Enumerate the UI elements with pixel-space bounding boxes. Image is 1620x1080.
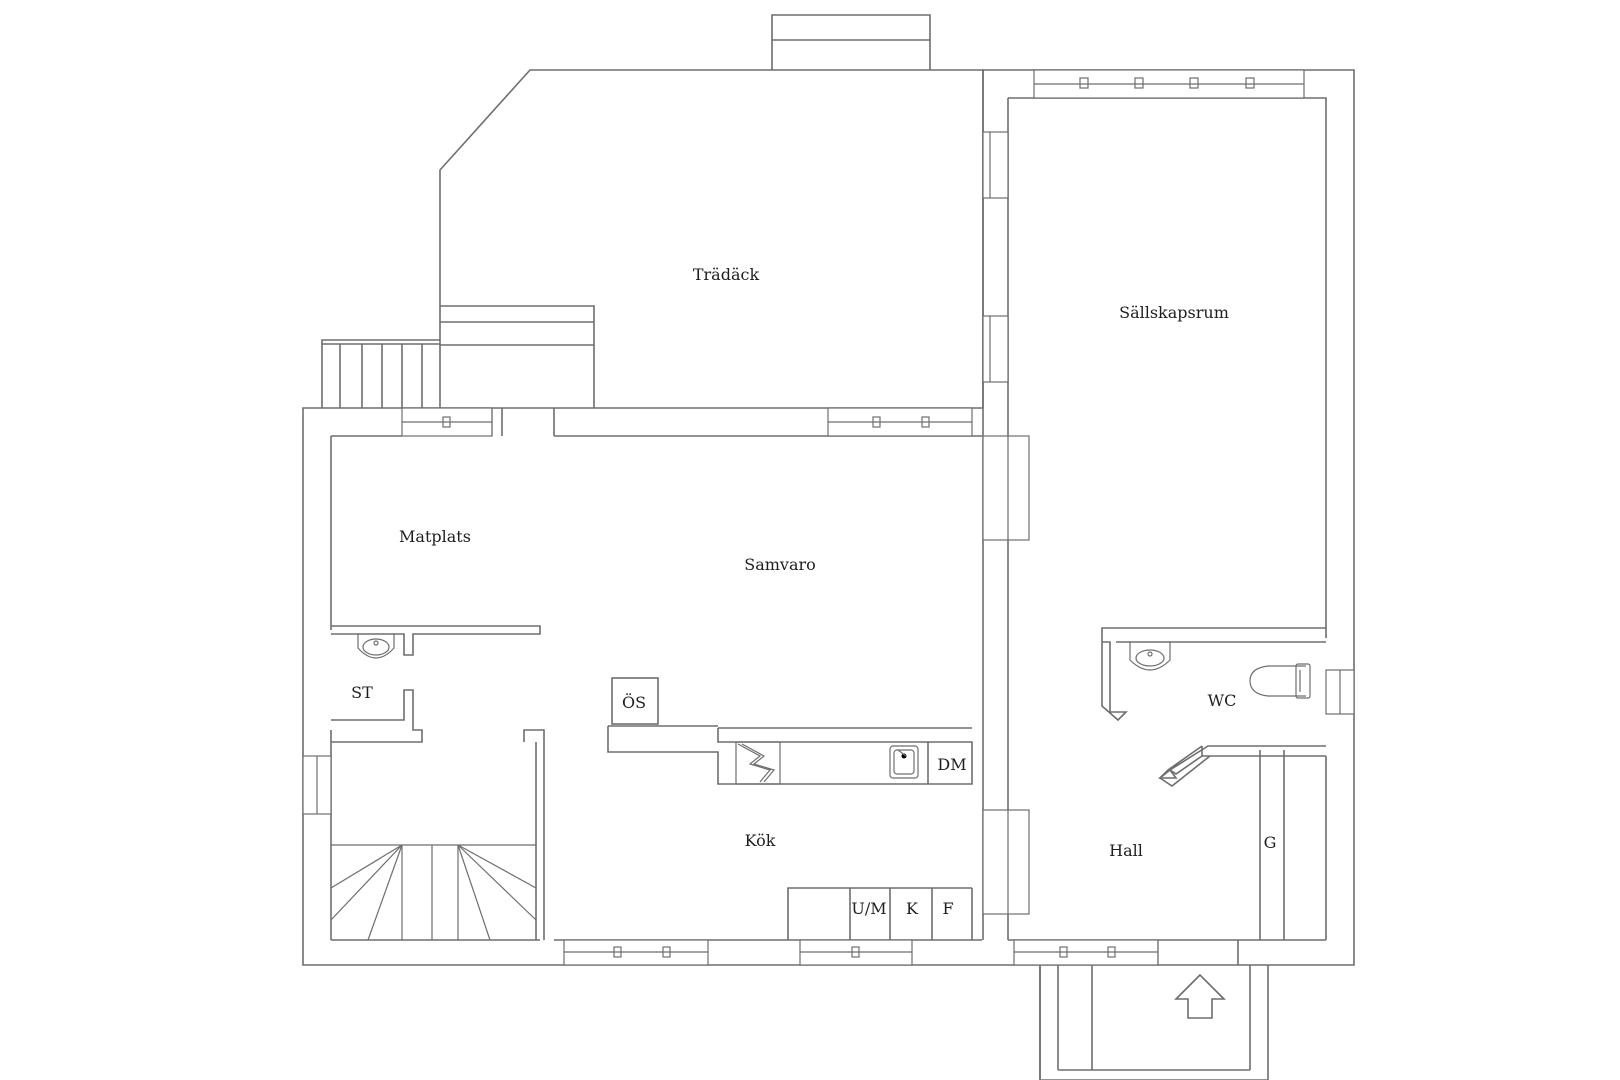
label-dm: DM bbox=[937, 755, 966, 774]
label-tradack: Trädäck bbox=[693, 265, 760, 284]
wc-door-swing bbox=[1158, 755, 1211, 787]
label-sallskapsrum: Sällskapsrum bbox=[1119, 303, 1229, 322]
label-os: ÖS bbox=[622, 692, 646, 712]
door-opening bbox=[982, 315, 1009, 383]
deck-steps-block bbox=[440, 305, 595, 408]
toilet-icon bbox=[1249, 663, 1311, 699]
label-st: ST bbox=[351, 683, 373, 702]
entrance-porch bbox=[1039, 940, 1269, 1080]
window-mullion bbox=[1107, 946, 1116, 958]
side-stairs bbox=[321, 339, 440, 408]
wc-bottom-wall bbox=[1158, 745, 1326, 779]
kitchen bbox=[607, 677, 973, 940]
stove-icon bbox=[735, 741, 781, 785]
door-opening bbox=[982, 131, 1009, 199]
window-mullion bbox=[613, 946, 622, 958]
st-bottom-wall bbox=[331, 689, 423, 743]
window-mullion bbox=[1189, 77, 1199, 89]
washbasin-icon-wc bbox=[1129, 642, 1171, 671]
st-room bbox=[330, 625, 545, 941]
window-mullion bbox=[1245, 77, 1255, 89]
label-samvaro: Samvaro bbox=[744, 555, 816, 574]
entrance-arrow-icon bbox=[1174, 973, 1226, 1019]
label-matplats: Matplats bbox=[399, 527, 471, 546]
window-mullion bbox=[851, 946, 860, 958]
window-mullion bbox=[872, 416, 881, 428]
deck-outline bbox=[439, 69, 984, 408]
window-mullion bbox=[1134, 77, 1144, 89]
label-hall: Hall bbox=[1109, 841, 1143, 860]
label-k: K bbox=[906, 899, 919, 918]
outer-wall-left-part bbox=[302, 69, 1355, 966]
porch-outline bbox=[1039, 965, 1269, 1080]
washbasin-icon bbox=[357, 634, 395, 659]
inner-wall-right-block bbox=[1008, 97, 1327, 638]
label-wc: WC bbox=[1208, 691, 1237, 710]
deck bbox=[321, 14, 984, 408]
os-cabinet bbox=[611, 677, 659, 725]
staircase bbox=[330, 844, 537, 941]
window-mullion bbox=[921, 416, 930, 428]
st-top-wall bbox=[331, 625, 541, 656]
label-um: U/M bbox=[851, 899, 886, 918]
sink-icon bbox=[889, 745, 919, 779]
label-g: G bbox=[1264, 833, 1277, 852]
wc-room bbox=[1101, 627, 1326, 787]
label-f: F bbox=[942, 899, 953, 918]
appliance-block bbox=[787, 887, 972, 940]
wardrobe-g bbox=[1259, 750, 1285, 940]
wc-top-wall bbox=[1101, 627, 1326, 722]
windows bbox=[302, 69, 1355, 966]
passage-opening bbox=[982, 809, 1030, 915]
deck-top-box bbox=[771, 14, 931, 70]
label-kok: Kök bbox=[745, 831, 776, 850]
window-mullion bbox=[442, 416, 451, 428]
window-mullion bbox=[1059, 946, 1068, 958]
window-mullion bbox=[1079, 77, 1089, 89]
stairwell-wall bbox=[523, 729, 545, 940]
passage-opening bbox=[982, 435, 1030, 541]
outer-walls bbox=[302, 69, 1355, 966]
window-mullion bbox=[662, 946, 671, 958]
